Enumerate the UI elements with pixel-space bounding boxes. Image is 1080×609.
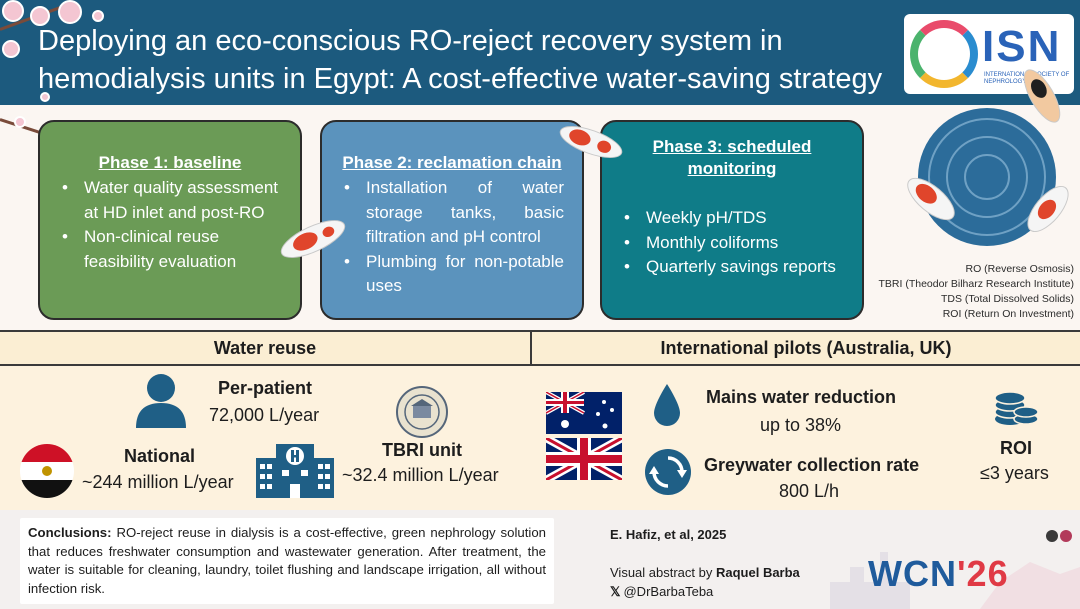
isn-ring-icon [910,20,978,88]
wcn26-logo: WCN'26 [868,553,1009,594]
international-pilots-header: International pilots (Australia, UK) [530,330,1080,366]
per-patient-value: 72,000 L/year [209,405,320,425]
roi-value: ≤3 years [980,463,1049,483]
list-item: Water quality assessment at HD inlet and… [58,176,290,225]
phase-1-list: Water quality assessment at HD inlet and… [58,176,290,274]
page-title: Deploying an eco-conscious RO-reject rec… [38,22,898,98]
list-item: Quarterly savings reports [620,255,852,280]
phase-1-box: Phase 1: baseline Water quality assessme… [38,120,302,320]
tbri-label: TBRI unit [382,440,462,460]
blossom-icon [2,0,24,22]
national-value: ~244 million L/year [82,472,234,492]
tbri-value: ~32.4 million L/year [342,465,499,485]
hospital-icon [256,444,334,498]
national-label: National [124,446,196,466]
isn-logo: ISN INTERNATIONAL SOCIETY OF NEPHROLOGY [904,14,1074,94]
blossom-icon [92,10,104,22]
phase-3-title: Phase 3: scheduled monitoring [652,137,812,178]
conclusions-body: RO-reject reuse in dialysis is a cost-ef… [28,525,546,596]
phase-3-box: Phase 3: scheduled monitoring Weekly pH/… [600,120,864,320]
per-patient-label: Per-patient [218,378,313,398]
egypt-flag-icon [20,444,74,498]
title-line-2: hemodialysis units in Egypt: A cost-effe… [38,63,883,95]
list-item: Installation of water storage tanks, bas… [340,176,564,250]
recycle-icon [645,449,691,495]
greywater-label: Greywater collection rate [704,455,920,475]
phase-3-list: Weekly pH/TDS Monthly coliforms Quarterl… [620,206,852,280]
citation: E. Hafiz, et al, 2025 [610,527,727,542]
list-item: Weekly pH/TDS [620,206,852,231]
coins-icon [994,391,1039,425]
list-item: Non-clinical reuse feasibility evaluatio… [58,225,290,274]
abbreviations-legend: RO (Reverse Osmosis) TBRI (Theodor Bilha… [878,263,1075,320]
greywater-value: 800 L/h [779,481,840,501]
water-reuse-header: Water reuse [0,330,530,366]
tbri-seal-icon [396,386,448,438]
twitter-handle[interactable]: 𝕏@DrBarbaTeba [610,584,714,599]
header-banner [0,0,1080,105]
mains-water-value: up to 38% [760,415,842,435]
water-drop-icon [654,384,680,426]
phase-2-box: Phase 2: reclamation chain Installation … [320,120,584,320]
roi-label: ROI [1000,438,1033,458]
title-line-1: Deploying an eco-conscious RO-reject rec… [38,25,783,57]
conclusions-text: Conclusions: RO-reject reuse in dialysis… [28,524,546,598]
blossom-icon [58,0,82,24]
x-logo-icon: 𝕏 [610,584,621,599]
stats-background [0,366,1080,510]
visual-abstract-credit: Visual abstract by Raquel Barba [610,565,800,580]
blossom-icon [2,40,20,58]
mains-water-label: Mains water reduction [706,387,897,407]
list-item: Monthly coliforms [620,231,852,256]
person-icon [136,374,186,428]
blossom-icon [14,116,26,128]
australia-flag-icon [546,392,622,434]
skyline-illustration [830,530,1080,609]
blossom-icon [40,92,50,102]
list-item: Plumbing for non-potable uses [340,250,564,299]
isn-logo-text: ISN [982,22,1062,71]
phase-1-title: Phase 1: baseline [98,153,242,172]
conclusions-label: Conclusions: [28,525,112,540]
phase-2-list: Installation of water storage tanks, bas… [340,176,564,299]
blossom-icon [30,6,50,26]
uk-flag-icon [546,438,622,480]
conclusions-box [20,518,554,604]
phase-2-title: Phase 2: reclamation chain [342,153,562,172]
